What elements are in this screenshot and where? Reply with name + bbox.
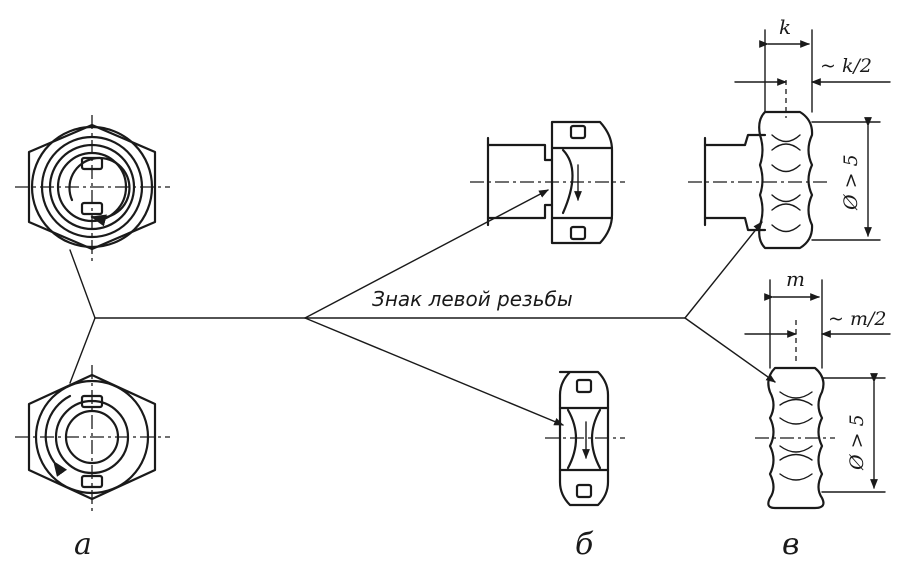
label-b: б xyxy=(575,527,594,562)
leader-to-v-bottom xyxy=(684,317,776,383)
dim-diameter-top: Ø > 5 xyxy=(840,154,862,211)
view-v-nut-side xyxy=(744,279,891,510)
view-v-bolt-side xyxy=(688,29,891,250)
view-a-bolt-head xyxy=(15,115,170,262)
leader-to-v-top xyxy=(684,221,763,319)
view-a-nut xyxy=(15,365,170,515)
leader-lines xyxy=(69,189,776,426)
leader-to-a-bottom xyxy=(69,317,96,384)
label-v: в xyxy=(782,527,799,562)
view-b-nut-side xyxy=(545,370,625,507)
dim-diameter-bottom: Ø > 5 xyxy=(846,414,868,471)
view-b-bolt-side xyxy=(470,120,625,245)
callout-label: Знак левой резьбы xyxy=(372,287,573,311)
dim-m: m xyxy=(786,267,805,291)
label-a: а xyxy=(74,527,92,562)
dim-m-half: ~ m/2 xyxy=(828,308,886,330)
leader-to-a-top xyxy=(69,249,96,319)
dim-k: k xyxy=(779,15,791,39)
dim-k-half: ~ k/2 xyxy=(820,55,872,77)
leader-to-b-bottom xyxy=(304,317,564,426)
leader-to-b-top xyxy=(304,189,549,319)
